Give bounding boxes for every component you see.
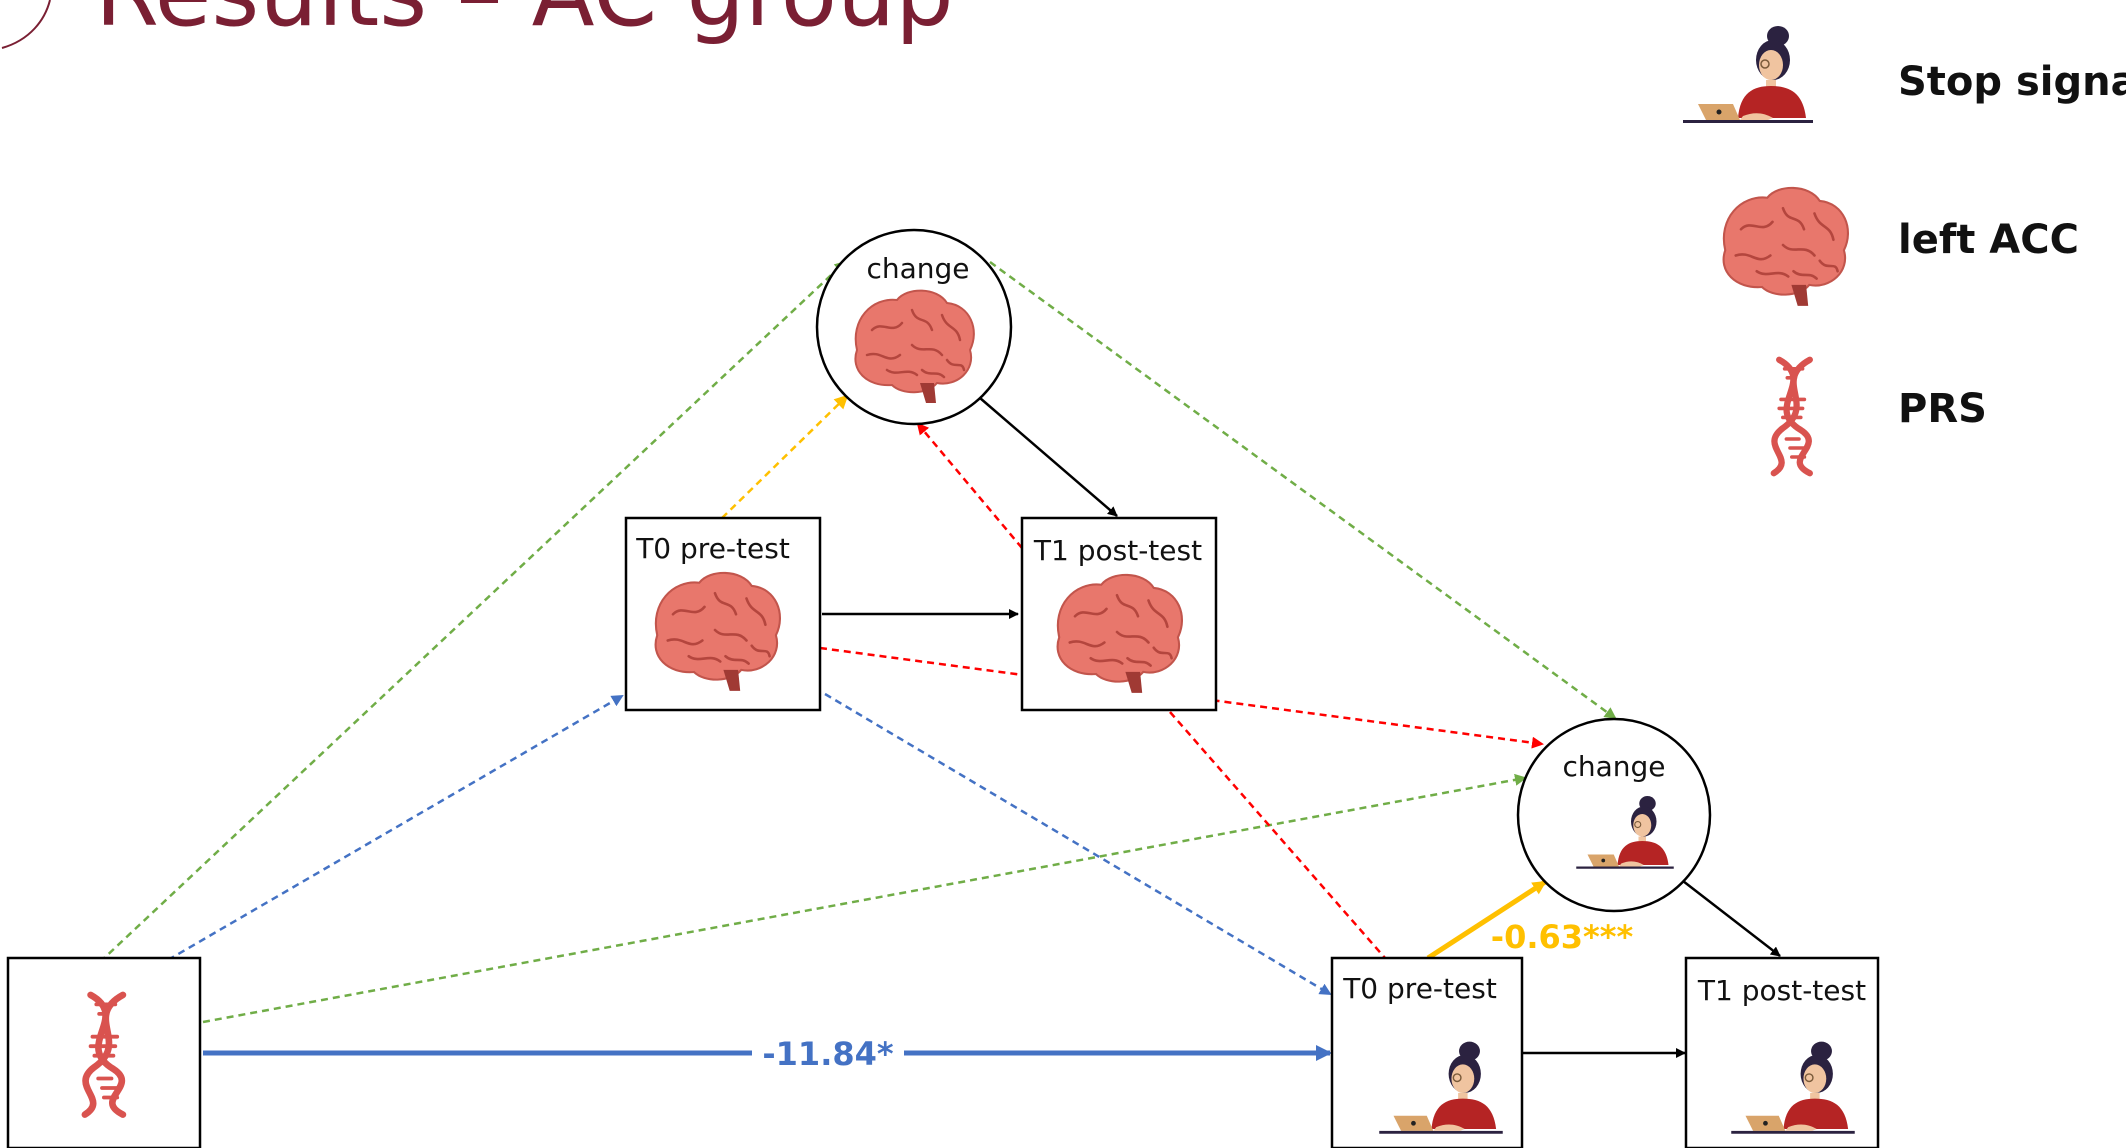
coef-prs-to-stop-t0: -11.84* bbox=[762, 1035, 894, 1073]
node-brain-t0-label: T0 pre-test bbox=[635, 532, 790, 565]
edge-brain-t1-to-stop-t0 bbox=[1169, 711, 1386, 959]
page-title: Results – AC group bbox=[95, 0, 954, 47]
legend-item-prs: PRS bbox=[1774, 360, 1987, 473]
node-stop-t0: T0 pre-test bbox=[1330, 956, 1524, 1148]
edge-stop-t0-to-stop-change bbox=[1426, 879, 1547, 961]
brain-icon bbox=[1722, 186, 1850, 308]
legend-label-prs: PRS bbox=[1898, 386, 1987, 432]
node-brain-t0: T0 pre-test bbox=[624, 516, 822, 712]
node-prs bbox=[6, 956, 202, 1148]
edge-brain-change-to-stop-change bbox=[989, 260, 1617, 720]
node-brain-t1-label: T1 post-test bbox=[1033, 534, 1202, 567]
node-brain-t1: T1 post-test bbox=[1020, 516, 1218, 712]
node-stop-t1: T1 post-test bbox=[1684, 956, 1880, 1148]
legend: Stop signal left ACC PRS bbox=[1682, 25, 2126, 473]
person-laptop-icon bbox=[1682, 25, 1814, 124]
legend-item-stop-signal: Stop signal bbox=[1682, 25, 2126, 124]
edge-brain-t0-to-stop-t0 bbox=[824, 692, 1332, 996]
legend-label-left-acc: left ACC bbox=[1898, 217, 2079, 263]
edge-prs-to-brain-change bbox=[99, 260, 847, 963]
node-brain-change: change bbox=[815, 228, 1013, 426]
edge-stop-change-to-stop-t1 bbox=[1682, 880, 1781, 957]
edge-prs-to-brain-t0 bbox=[167, 694, 624, 962]
node-stop-t1-label: T1 post-test bbox=[1697, 974, 1866, 1007]
node-stop-t0-label: T0 pre-test bbox=[1342, 972, 1497, 1005]
edge-prs-to-stop-change bbox=[202, 773, 1527, 1024]
edge-brain-t0-to-brain-change bbox=[721, 394, 849, 519]
node-stop-change-label: change bbox=[1562, 750, 1665, 783]
node-brain-change-label: change bbox=[866, 252, 969, 285]
node-stop-change: change bbox=[1516, 717, 1712, 913]
coef-stop-t0-to-stop-change: -0.63*** bbox=[1491, 918, 1634, 956]
legend-label-stop-signal: Stop signal bbox=[1898, 59, 2126, 105]
edge-brain-t1-to-brain-change bbox=[916, 422, 1023, 549]
legend-item-left-acc: left ACC bbox=[1722, 186, 2079, 308]
dna-icon bbox=[1774, 360, 1810, 473]
edge-brain-change-to-brain-t1 bbox=[979, 397, 1118, 517]
title-decoration bbox=[1, 0, 51, 49]
